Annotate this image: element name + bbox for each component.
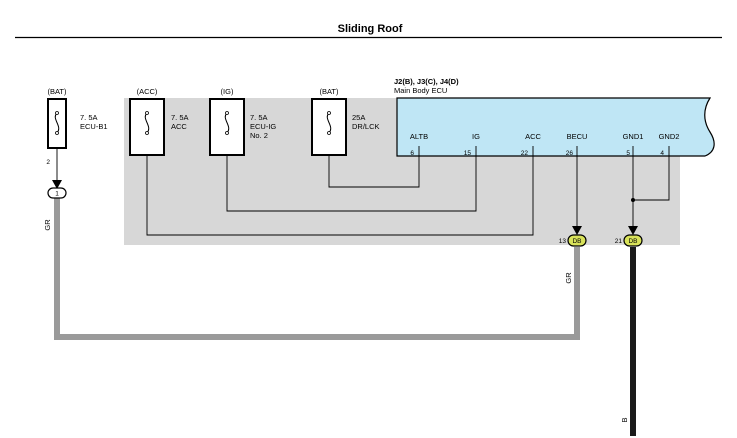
fuse-box: [129, 98, 165, 156]
terminal-label-gnd2: GND2: [659, 132, 680, 141]
connector-1: 1: [47, 187, 67, 199]
fuse-rating: 25A: [352, 113, 365, 122]
wire-color-left: GR: [43, 219, 52, 231]
connector-body: [47, 187, 67, 199]
connector-code: DB: [572, 238, 581, 245]
terminal-label-acc: ACC: [525, 132, 541, 141]
connector-body: [623, 234, 643, 247]
pin-number-acc: 22: [521, 150, 529, 157]
pin-number-becu: 26: [566, 150, 574, 157]
fuse-name: ECU-B1: [80, 122, 108, 131]
harness-wire-gr: [54, 197, 580, 340]
terminal-label-altb: ALTB: [410, 132, 428, 141]
arrow-ecu-b1: [52, 180, 62, 189]
fuse-dr-lck: (BAT) 25A DR/LCK: [311, 87, 380, 156]
wire-color-becu: GR: [564, 272, 573, 284]
terminal-label-ig: IG: [472, 132, 480, 141]
fuse-name: DR/LCK: [352, 122, 380, 131]
internal-wires: [56, 146, 670, 236]
fuse-name-line2: No. 2: [250, 131, 268, 140]
connector-pin: 13: [559, 238, 567, 245]
fuse-supply-label: (ACC): [137, 87, 158, 96]
connector-13-db: 13 DB: [559, 234, 587, 247]
connector-pin: 21: [615, 238, 623, 245]
wire-color-ground: B: [620, 417, 629, 422]
terminal-label-becu: BECU: [567, 132, 588, 141]
arrow-gnd: [628, 226, 638, 235]
diagram-title: Sliding Roof: [338, 23, 403, 35]
fuse-rating: 7. 5A: [250, 113, 268, 122]
fuse-supply-label: (BAT): [319, 87, 339, 96]
pin-number-ig: 15: [464, 150, 472, 157]
fuse-supply-label: (IG): [221, 87, 234, 96]
fuse-ecu-ig-no2: (IG) 7. 5A ECU-IG No. 2: [209, 87, 276, 156]
arrow-becu: [572, 226, 582, 235]
fuse-pin: 2: [46, 159, 50, 166]
fuse-ecu-b1: (BAT) 7. 5A ECU-B1 2: [46, 87, 107, 166]
ecu-connectors: J2(B), J3(C), J4(D): [394, 77, 459, 86]
fuse-rating: 7. 5A: [171, 113, 189, 122]
wire-gnd2: [633, 146, 670, 201]
fuse-box: [311, 98, 347, 156]
wire-acc: [146, 146, 534, 236]
pin-number-gnd1: 5: [626, 150, 630, 157]
connector-21-db: 21 DB: [615, 234, 643, 247]
wire-altb: [328, 146, 420, 188]
fuse-name: ECU-IG: [250, 122, 276, 131]
pin-number-gnd2: 4: [660, 150, 664, 157]
connector-body: [567, 234, 587, 247]
pin-number-altb: 6: [410, 150, 414, 157]
ecu-name: Main Body ECU: [394, 86, 447, 95]
fuse-acc: (ACC) 7. 5A ACC: [129, 87, 189, 156]
terminal-label-gnd1: GND1: [623, 132, 644, 141]
fuse-name: ACC: [171, 122, 187, 131]
wire-ig: [226, 146, 477, 212]
ground-splice-dot: [631, 198, 635, 202]
fuse-box: [209, 98, 245, 156]
connector-pin: 1: [55, 191, 59, 198]
fuse-supply-label: (BAT): [47, 87, 67, 96]
connector-code: DB: [628, 238, 637, 245]
fuse-rating: 7. 5A: [80, 113, 98, 122]
main-body-ecu: [396, 97, 715, 157]
